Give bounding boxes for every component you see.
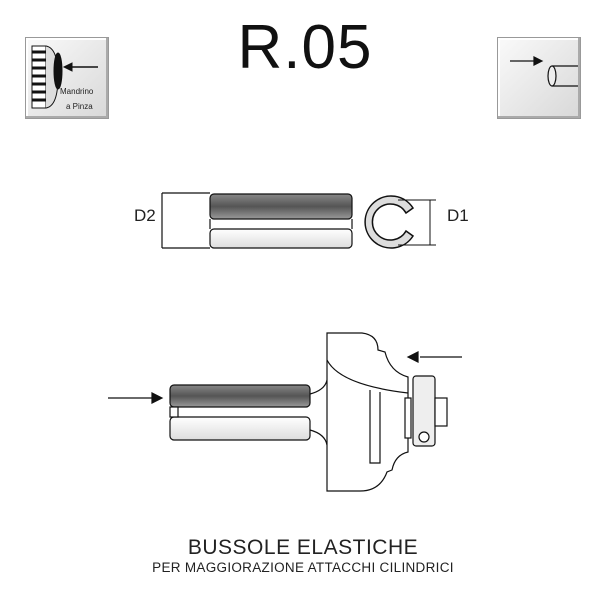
icon-label-pinza: a Pinza	[66, 102, 93, 111]
collet-chuck-drawing	[31, 45, 98, 109]
shank-drawing	[510, 56, 578, 87]
collet-end-view	[364, 195, 436, 249]
dimension-label-d2: D2	[134, 206, 156, 225]
product-heading: BUSSOLE ELASTICHE	[187, 536, 419, 559]
dimension-label-d1: D1	[447, 206, 469, 225]
icon-label-mandrino: Mandrino	[60, 87, 94, 96]
page-title: R.05	[237, 13, 373, 82]
router-bit-assembly	[108, 332, 462, 492]
product-subheading: PER MAGGIORAZIONE ATTACCHI CILINDRICI	[152, 560, 454, 575]
collet-chuck-icon: Mandrino a Pinza	[25, 37, 109, 119]
collet-side-view	[161, 192, 353, 249]
cylindrical-shank-icon	[497, 37, 581, 119]
